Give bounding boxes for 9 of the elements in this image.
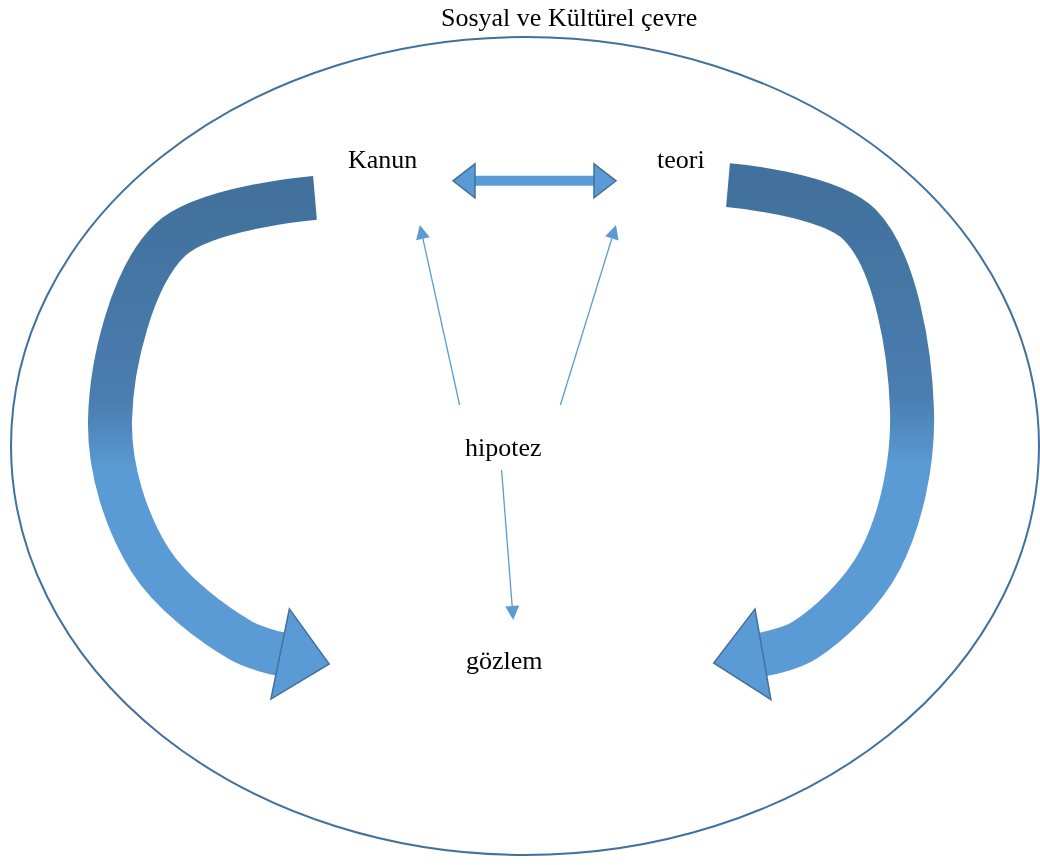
arrow <box>500 469 520 620</box>
arrow <box>416 225 461 406</box>
arrow <box>559 225 619 406</box>
node-label: Kanun <box>348 144 418 176</box>
node-label: teori <box>657 144 705 176</box>
node-label: hipotez <box>465 432 542 464</box>
title-label: Sosyal ve Kültürel çevre <box>441 2 698 34</box>
node-label: gözlem <box>466 645 543 677</box>
block-arrow <box>452 163 617 199</box>
